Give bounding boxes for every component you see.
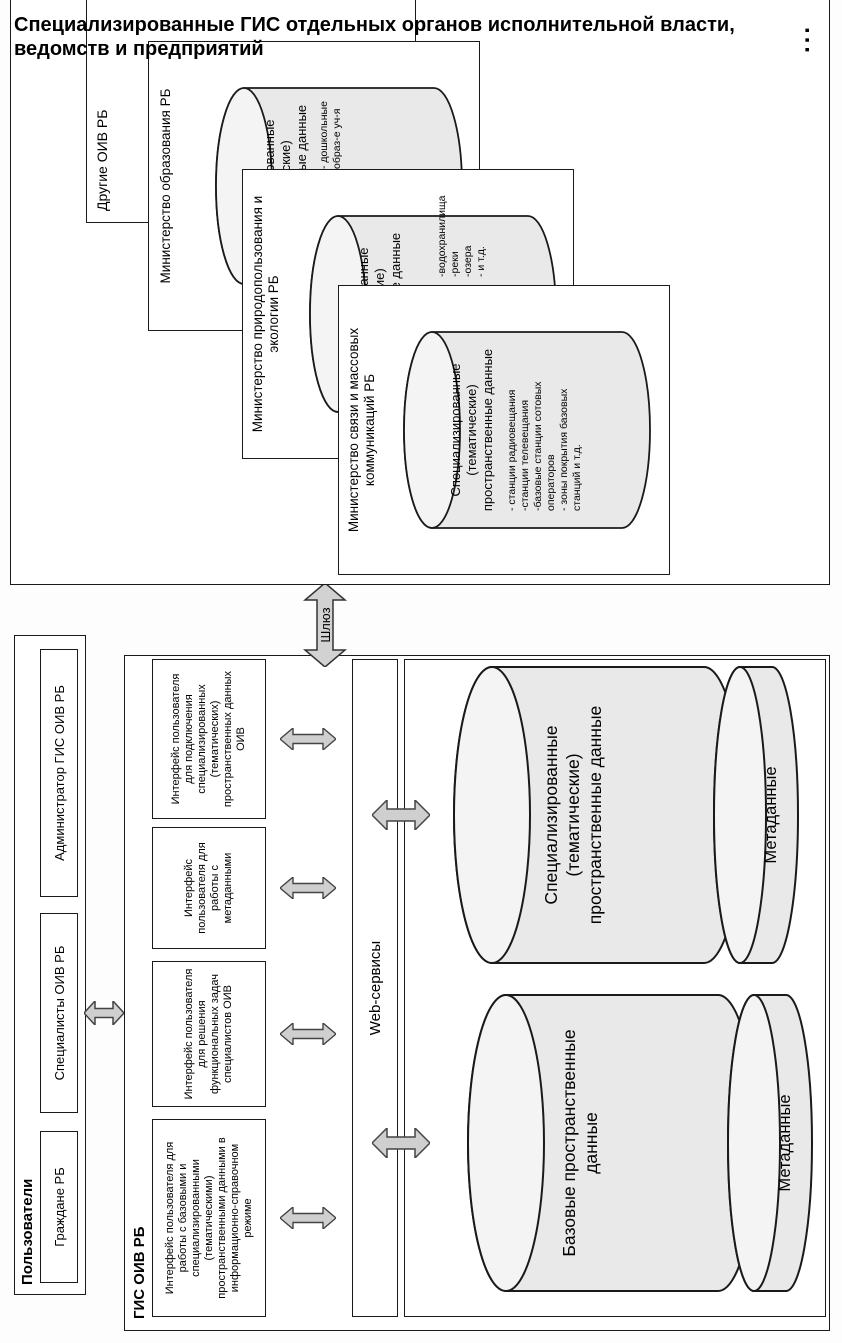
interface-box-data-work: Интерфейс пользователя для работы с базо…	[152, 1119, 266, 1317]
interface-label-metadata: Интерфейс пользователя для работы с мета…	[183, 842, 234, 934]
more-ministries-dots: ...	[788, 23, 815, 53]
users-gis-double-arrow-icon	[84, 1001, 124, 1025]
ministry-communications-cylinder	[402, 330, 654, 530]
ministry-education-title: Министерство образования РБ	[158, 88, 173, 284]
external-group-title: Специализированные ГИС отдельных органов…	[14, 13, 834, 61]
bus-db-basic-double-arrow-icon	[372, 1128, 430, 1158]
ministry-communications-items: - станции радиовещания -станции телевеща…	[506, 355, 584, 511]
citizens-label: Граждане РБ	[51, 1167, 67, 1247]
bus-db-special-double-arrow-icon	[372, 800, 430, 830]
ecology-item-3: - и т.д.	[475, 246, 487, 277]
ministry-ecology-items: -водохранилища -реки -озера - и т.д.	[436, 183, 488, 277]
specialists-label: Специалисты ОИВ РБ	[51, 945, 67, 1081]
gis-title: ГИС ОИВ РБ	[131, 1226, 148, 1319]
ministry-communications-cylinder-label: Специализированные (тематические) простр…	[448, 348, 495, 512]
ecology-item-1: -реки	[449, 251, 461, 277]
iface2-bus-double-arrow-icon	[280, 1023, 336, 1045]
ecology-item-0: -водохранилища	[436, 195, 448, 277]
ministry-education-items: - дошкольные образ-е уч-я	[318, 87, 344, 169]
db-basic-metadata-label: Метаданные	[776, 1094, 794, 1192]
db-basic-label: Базовые пространственные данные	[559, 1029, 601, 1257]
db-cylinder-special	[452, 665, 802, 965]
gateway-double-arrow-icon	[300, 583, 350, 667]
communications-item-0: - станции радиовещания	[506, 389, 518, 511]
gateway-label-text: Шлюз	[317, 607, 333, 643]
specialists-box: Специалисты ОИВ РБ	[40, 913, 78, 1113]
gateway-label: Шлюз	[300, 583, 350, 667]
interface-label-connection: Интерфейс пользователя для подключения с…	[170, 670, 247, 808]
db-special-metadata-label: Метаданные	[762, 766, 780, 864]
db-special-label: Специализированные (тематические) простр…	[541, 705, 605, 925]
ministry-ecology-title: Министерство природопользования и эколог…	[250, 195, 281, 433]
web-services-label: Web-сервисы	[366, 940, 384, 1036]
interface-label-functional-tasks: Интерфейс пользователя для решения функц…	[183, 968, 234, 1100]
communications-item-3: - зоны покрытия базовых станций и т.д.	[558, 388, 583, 511]
admin-label: Администратор ГИС ОИВ РБ	[51, 685, 67, 861]
external-group-title-line2: ведомств и предприятий	[14, 38, 264, 60]
interface-box-functional-tasks: Интерфейс пользователя для решения функц…	[152, 961, 266, 1107]
interface-label-data-work: Интерфейс пользователя для работы с базо…	[163, 1137, 254, 1299]
interface-box-metadata: Интерфейс пользователя для работы с мета…	[152, 827, 266, 949]
interface-box-connection: Интерфейс пользователя для подключения с…	[152, 659, 266, 819]
external-group-title-line1: Специализированные ГИС отдельных органов…	[14, 14, 735, 36]
communications-item-1: -станции телевещания	[519, 399, 531, 511]
ministry-communications-title: Министерство связи и массовых коммуникац…	[346, 327, 377, 533]
ecology-item-2: -озера	[462, 245, 474, 277]
iface4-bus-double-arrow-icon	[280, 728, 336, 750]
users-group-title: Пользователи	[19, 1178, 36, 1285]
iface1-bus-double-arrow-icon	[280, 1207, 336, 1229]
ministry-others-label: Другие ОИВ РБ	[94, 109, 110, 211]
education-item-0: - дошкольные образ-е уч-я	[318, 101, 343, 169]
web-services-bus: Web-сервисы	[352, 659, 398, 1317]
iface3-bus-double-arrow-icon	[280, 877, 336, 899]
citizens-box: Граждане РБ	[40, 1131, 78, 1283]
db-cylinder-basic	[466, 993, 816, 1293]
admin-box: Администратор ГИС ОИВ РБ	[40, 649, 78, 897]
communications-item-2: -базовые станции сотовых операторов	[532, 381, 557, 511]
